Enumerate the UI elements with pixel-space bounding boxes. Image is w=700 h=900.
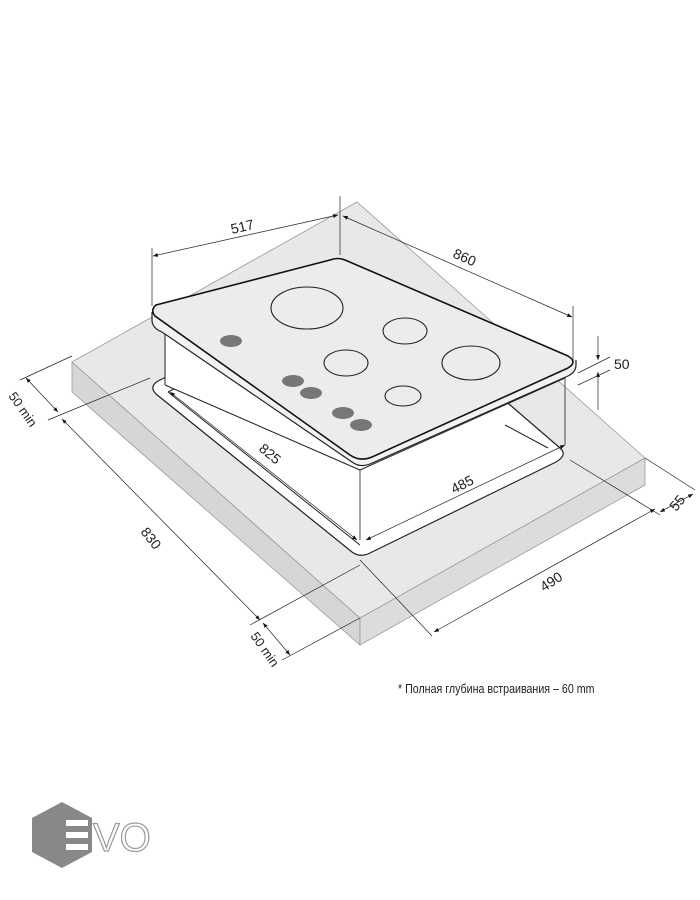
dim-55: 55 xyxy=(666,492,688,514)
burner-wok xyxy=(441,345,501,381)
dim-517: 517 xyxy=(229,216,256,237)
knob xyxy=(332,407,354,419)
footnote: * Полная глубина встраивания – 60 mm xyxy=(398,681,595,696)
dim-50min-bottom: 50 min xyxy=(248,629,283,670)
evo-logo: VO xyxy=(32,802,151,868)
dim-50-height: 50 xyxy=(614,356,630,372)
dim-50min-left: 50 min xyxy=(6,389,41,430)
dimension-lines xyxy=(19,196,696,661)
knob xyxy=(220,335,242,347)
burner xyxy=(382,317,428,345)
knob xyxy=(282,375,304,387)
glass-top xyxy=(151,257,574,460)
svg-text:VO: VO xyxy=(93,816,151,860)
dim-830: 830 xyxy=(138,524,165,552)
burner-small xyxy=(384,385,422,407)
hob xyxy=(151,257,577,540)
knob xyxy=(350,419,372,431)
burner xyxy=(323,349,369,377)
knob xyxy=(300,387,322,399)
